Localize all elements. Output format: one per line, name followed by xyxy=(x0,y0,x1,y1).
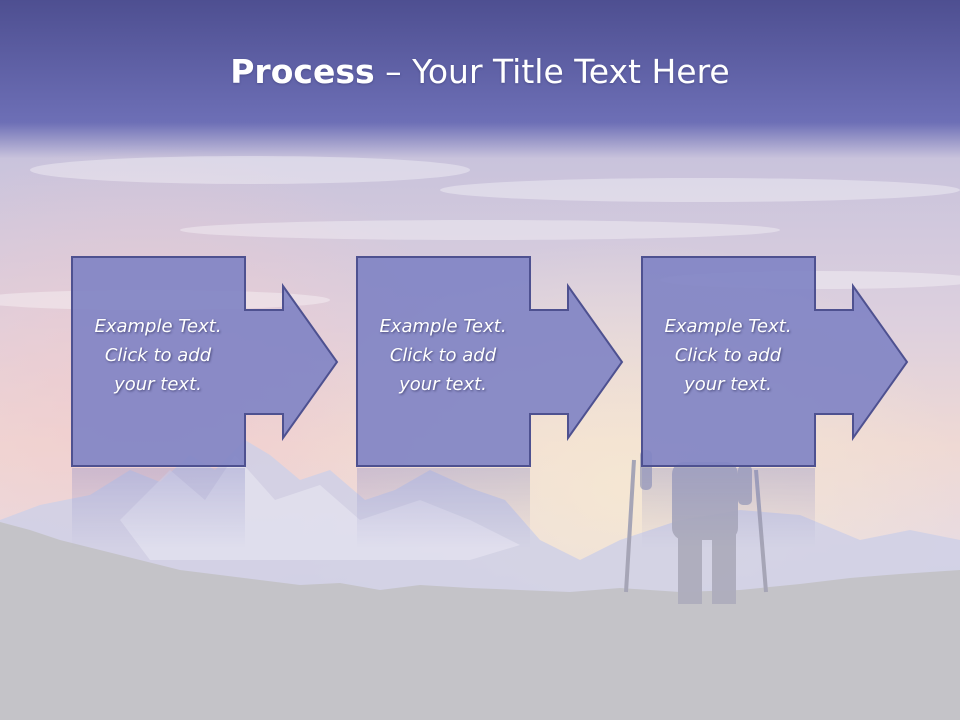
title-bold: Process xyxy=(230,52,375,91)
process-step-3[interactable]: Example Text. Click to add your text. xyxy=(641,256,911,468)
step-text-line: Example Text. xyxy=(664,316,792,337)
step-text-line: Example Text. xyxy=(379,316,507,337)
step-reflection xyxy=(357,468,530,548)
step-text: Example Text. Click to add your text. xyxy=(645,312,811,399)
step-text: Example Text. Click to add your text. xyxy=(360,312,526,399)
step-text-line: Click to add xyxy=(389,345,497,366)
slide-title[interactable]: Process – Your Title Text Here xyxy=(0,52,960,91)
step-arrow-shape xyxy=(356,256,624,467)
step-reflection xyxy=(642,468,815,548)
step-text: Example Text. Click to add your text. xyxy=(75,312,241,399)
step-text-line: Click to add xyxy=(104,345,212,366)
title-rest: – Your Title Text Here xyxy=(374,52,730,91)
step-text-line: your text. xyxy=(399,374,487,395)
step-text-line: Click to add xyxy=(674,345,782,366)
step-text-line: Example Text. xyxy=(94,316,222,337)
step-text-line: your text. xyxy=(684,374,772,395)
step-arrow-shape xyxy=(641,256,909,467)
step-reflection xyxy=(72,468,245,548)
process-step-1[interactable]: Example Text. Click to add your text. xyxy=(71,256,341,468)
step-arrow-shape xyxy=(71,256,339,467)
step-text-line: your text. xyxy=(114,374,202,395)
process-step-2[interactable]: Example Text. Click to add your text. xyxy=(356,256,626,468)
